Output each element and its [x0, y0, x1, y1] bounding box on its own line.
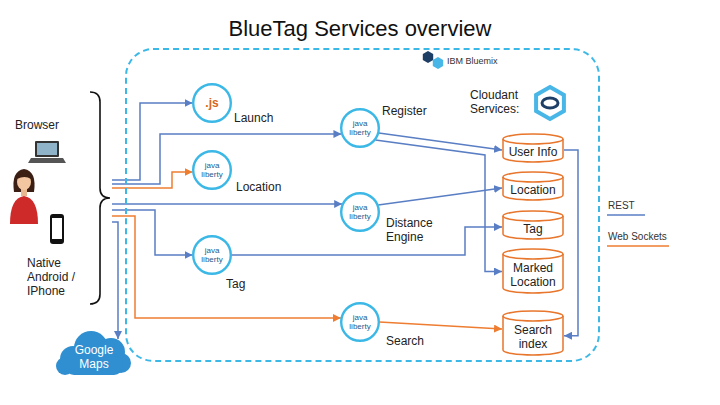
rest-connector — [375, 140, 502, 272]
person-body — [10, 196, 38, 224]
runtime-icon-text: java liberty — [198, 150, 226, 190]
rest-connector — [564, 150, 578, 336]
cylinder-body — [503, 172, 563, 200]
database-label: Tag — [523, 222, 542, 236]
database-cylinder: Search index — [502, 311, 564, 356]
logo-hexagon — [433, 57, 443, 69]
service-node: .jsLaunch — [192, 83, 232, 123]
rest-connector — [112, 222, 118, 339]
database-cylinder: Tag — [502, 211, 564, 240]
cylinder-rim — [503, 177, 563, 182]
service-label: Location — [236, 180, 281, 194]
legend-label: Web Sockets — [608, 231, 667, 243]
service-label: Distance Engine — [386, 216, 446, 244]
laptop-icon — [28, 141, 66, 163]
database-cylinder: Marked Location — [502, 249, 564, 294]
service-label: Launch — [234, 111, 273, 125]
database-label: Search index — [505, 323, 561, 351]
rest-connector — [232, 227, 503, 255]
client-group: BrowserNative Android / IPhone — [5, 88, 112, 308]
laptop-display — [37, 143, 57, 155]
legend-line-sample — [607, 245, 669, 247]
person-hair — [13, 169, 34, 192]
cylinder-rim — [503, 139, 563, 144]
cylinder-body — [503, 311, 563, 355]
database-label: Location — [510, 183, 555, 197]
service-node: java libertyTag — [192, 235, 232, 275]
cloudant-ring — [542, 98, 558, 108]
rest-connector — [112, 203, 342, 205]
database-label: User Info — [509, 145, 558, 159]
legend-label: REST — [608, 200, 635, 212]
database-cylinder: User Info — [502, 134, 564, 163]
cylinder-rim — [503, 316, 563, 321]
cylinder-rim — [503, 216, 563, 221]
runtime-icon-text: java liberty — [346, 108, 374, 148]
cylinder-body — [503, 134, 563, 162]
cylinder-rim — [503, 254, 563, 259]
legend-samples — [607, 215, 669, 246]
service-label: Register — [382, 104, 427, 118]
runtime-icon-text: java liberty — [346, 192, 374, 232]
diagram-title: BlueTag Services overview — [0, 16, 720, 42]
platform-label: IBM Bluemix — [447, 56, 498, 67]
service-node: java libertyRegister — [340, 108, 380, 148]
database-cylinder: Location — [502, 172, 564, 201]
bluemix-logo — [423, 51, 443, 69]
service-node: java libertyLocation — [192, 150, 232, 190]
database-label: Marked Location — [505, 261, 561, 289]
service-label: Search — [386, 334, 424, 348]
service-group-label: Cloudant Services: — [470, 88, 532, 116]
service-label: Google Maps — [69, 343, 119, 371]
cloudant-logo — [536, 87, 564, 119]
service-label: Tag — [226, 277, 245, 291]
phone-screen — [52, 218, 62, 239]
connector-group — [112, 103, 578, 339]
phone-icon — [50, 214, 64, 244]
websocket-connector — [380, 322, 503, 329]
rest-connector — [378, 188, 502, 205]
rest-connector — [379, 133, 502, 150]
client-bracket — [90, 92, 110, 304]
external-service-cloud: Google Maps — [55, 326, 133, 376]
person-icon — [10, 169, 38, 224]
websocket-connector — [112, 216, 341, 318]
phone-body — [50, 214, 64, 244]
service-node: java libertySearch — [340, 302, 380, 342]
cloudant-hexagon — [536, 87, 564, 119]
logo-hexagon — [423, 51, 433, 63]
runtime-icon-text: java liberty — [198, 235, 226, 275]
runtime-icon-text: java liberty — [346, 302, 374, 342]
laptop-base — [28, 158, 66, 163]
cylinder-body — [503, 249, 563, 293]
service-node: java libertyDistance Engine — [340, 192, 380, 232]
laptop-screen — [35, 141, 59, 157]
runtime-icon-text: .js — [198, 83, 226, 123]
cloud-platform-region: IBM Bluemix.jsLaunchjava libertyRegister… — [125, 48, 600, 362]
client-label: Native Android / IPhone — [27, 256, 91, 298]
client-label: Browser — [15, 118, 59, 132]
cylinder-body — [503, 211, 563, 239]
person-fringe — [17, 172, 31, 179]
legend-line-sample — [607, 214, 645, 216]
